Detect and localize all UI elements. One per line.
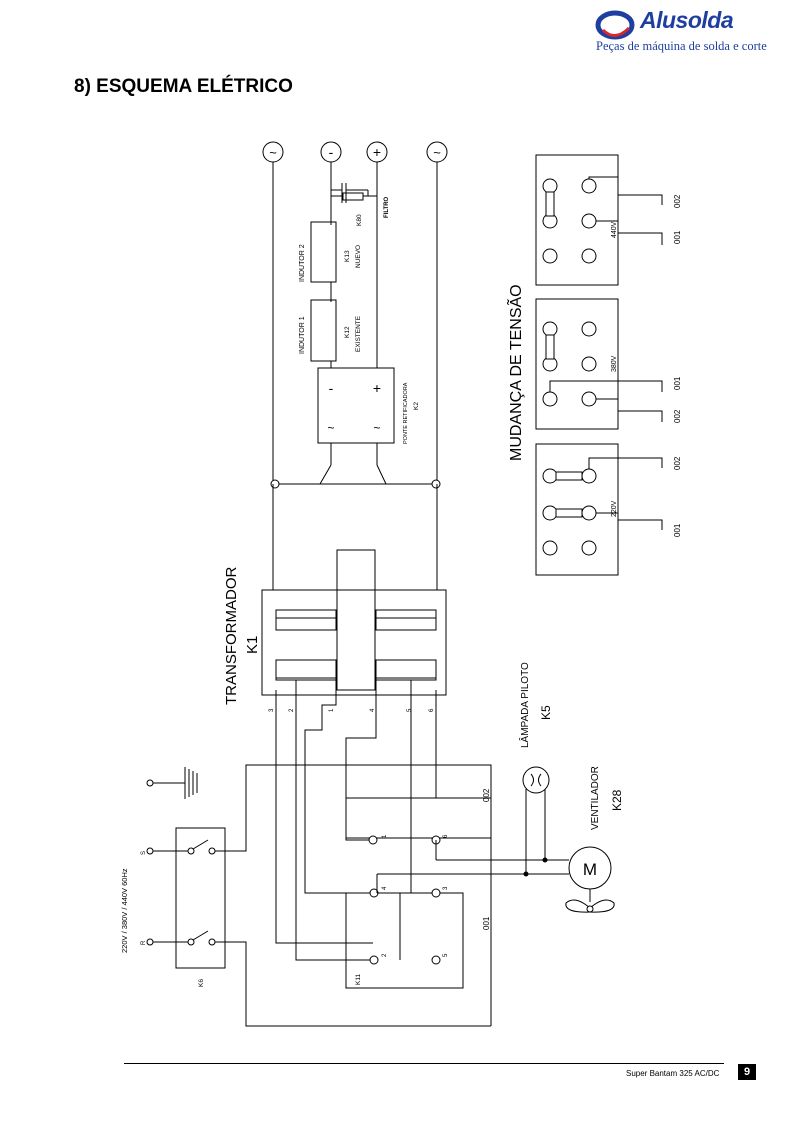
svg-text:+: +	[373, 144, 381, 160]
voltage-board-440v	[535, 154, 663, 286]
terminal-ac-left: ~	[262, 141, 284, 163]
inductor-2-note: NUEVO	[355, 245, 362, 268]
tap-1: 1	[329, 708, 335, 712]
bridge-name: PONTE RETIFICADORA	[403, 382, 409, 444]
selector-pin-1: 1	[382, 834, 388, 838]
filter-label: FILTRO	[384, 196, 390, 218]
terminal-positive: +	[366, 141, 388, 163]
board-380v-wire-b: 002	[673, 409, 682, 423]
switch-input-r: R	[141, 940, 147, 945]
brand-name: Alusolda	[640, 7, 734, 33]
inductor-1-note: EXISTENTE	[355, 315, 362, 352]
voltage-board-220v	[535, 443, 663, 576]
selector-pin-3: 3	[443, 886, 449, 890]
board-440v-wire-b: 001	[673, 230, 682, 244]
filter-k80	[331, 183, 377, 203]
tap-3: 3	[269, 708, 275, 712]
wire-001-label: 001	[482, 916, 491, 930]
inductor-2-ref: K13	[344, 250, 351, 262]
page-number: 9	[738, 1064, 756, 1080]
wire-002-label: 002	[482, 788, 491, 802]
selector-pin-5: 5	[443, 953, 449, 957]
inductor-1	[310, 299, 337, 368]
board-380v-wire-a: 001	[673, 376, 682, 390]
tap-4: 4	[370, 708, 376, 712]
switch-ref: K6	[198, 979, 205, 987]
board-220v-voltage: 220V	[611, 500, 618, 517]
bridge-ref: K2	[413, 402, 420, 410]
board-440v-voltage: 440V	[611, 221, 618, 238]
inductor-1-ref: K12	[344, 326, 351, 338]
svg-text:~: ~	[433, 145, 441, 160]
svg-text:-: -	[329, 380, 334, 396]
svg-text:M: M	[583, 860, 597, 879]
svg-text:~: ~	[269, 145, 277, 160]
transformer-name: TRANSFORMADOR	[223, 567, 240, 706]
board-220v-wire-a: 002	[673, 456, 682, 470]
tap-2: 2	[289, 708, 295, 712]
brand-tagline: Peças de máquina de solda e corte	[596, 39, 767, 53]
selector-k11	[345, 797, 567, 1026]
alusolda-logo	[595, 10, 635, 40]
tap-5: 5	[407, 708, 413, 712]
terminal-negative: -	[320, 141, 342, 163]
inductor-1-name: INDUTOR 1	[299, 316, 306, 354]
inductor-2-name: INDUTOR 2	[299, 244, 306, 282]
selector-pin-2: 2	[382, 953, 388, 957]
tap-6: 6	[429, 708, 435, 712]
board-380v-voltage: 380V	[611, 355, 618, 372]
selector-ref: K11	[355, 974, 362, 985]
page-title: 8) ESQUEMA ELÉTRICO	[74, 76, 293, 97]
selector-pin-6: 6	[443, 834, 449, 838]
pilot-lamp-k5	[522, 766, 550, 877]
fan-motor-k28: M	[526, 846, 615, 913]
transformer-k1	[261, 549, 447, 696]
voltage-change-title: MUDANÇA DE TENSÃO	[505, 284, 525, 461]
board-440v-wire-a: 002	[673, 194, 682, 208]
selector-pin-4: 4	[382, 886, 388, 890]
switch-input-s: S	[141, 851, 147, 855]
pilot-lamp-name: LÂMPADA PILOTO	[518, 662, 531, 748]
voltage-board-380v	[535, 298, 663, 430]
transformer-ref: K1	[244, 636, 261, 654]
terminal-ac-right: ~	[426, 141, 448, 163]
fan-name: VENTILADOR	[590, 766, 601, 830]
svg-text:~: ~	[373, 421, 380, 435]
footer-rule	[124, 1063, 724, 1064]
fan-ref: K28	[610, 789, 624, 811]
pilot-lamp-ref: K5	[539, 705, 553, 720]
rectifier-bridge-k2: - + ~ ~	[317, 367, 395, 485]
power-switch-k6	[146, 764, 492, 1027]
ground-symbol	[146, 767, 198, 799]
svg-text:~: ~	[327, 421, 334, 435]
filter-ref: K80	[356, 214, 363, 226]
inductor-2	[310, 215, 337, 302]
footer-product: Super Bantam 325 AC/DC	[626, 1069, 720, 1078]
supply-voltage-label: 220V / 380V / 440V 60Hz	[120, 868, 129, 953]
svg-text:+: +	[373, 380, 381, 396]
svg-text:-: -	[329, 144, 334, 160]
board-220v-wire-b: 001	[673, 523, 682, 537]
